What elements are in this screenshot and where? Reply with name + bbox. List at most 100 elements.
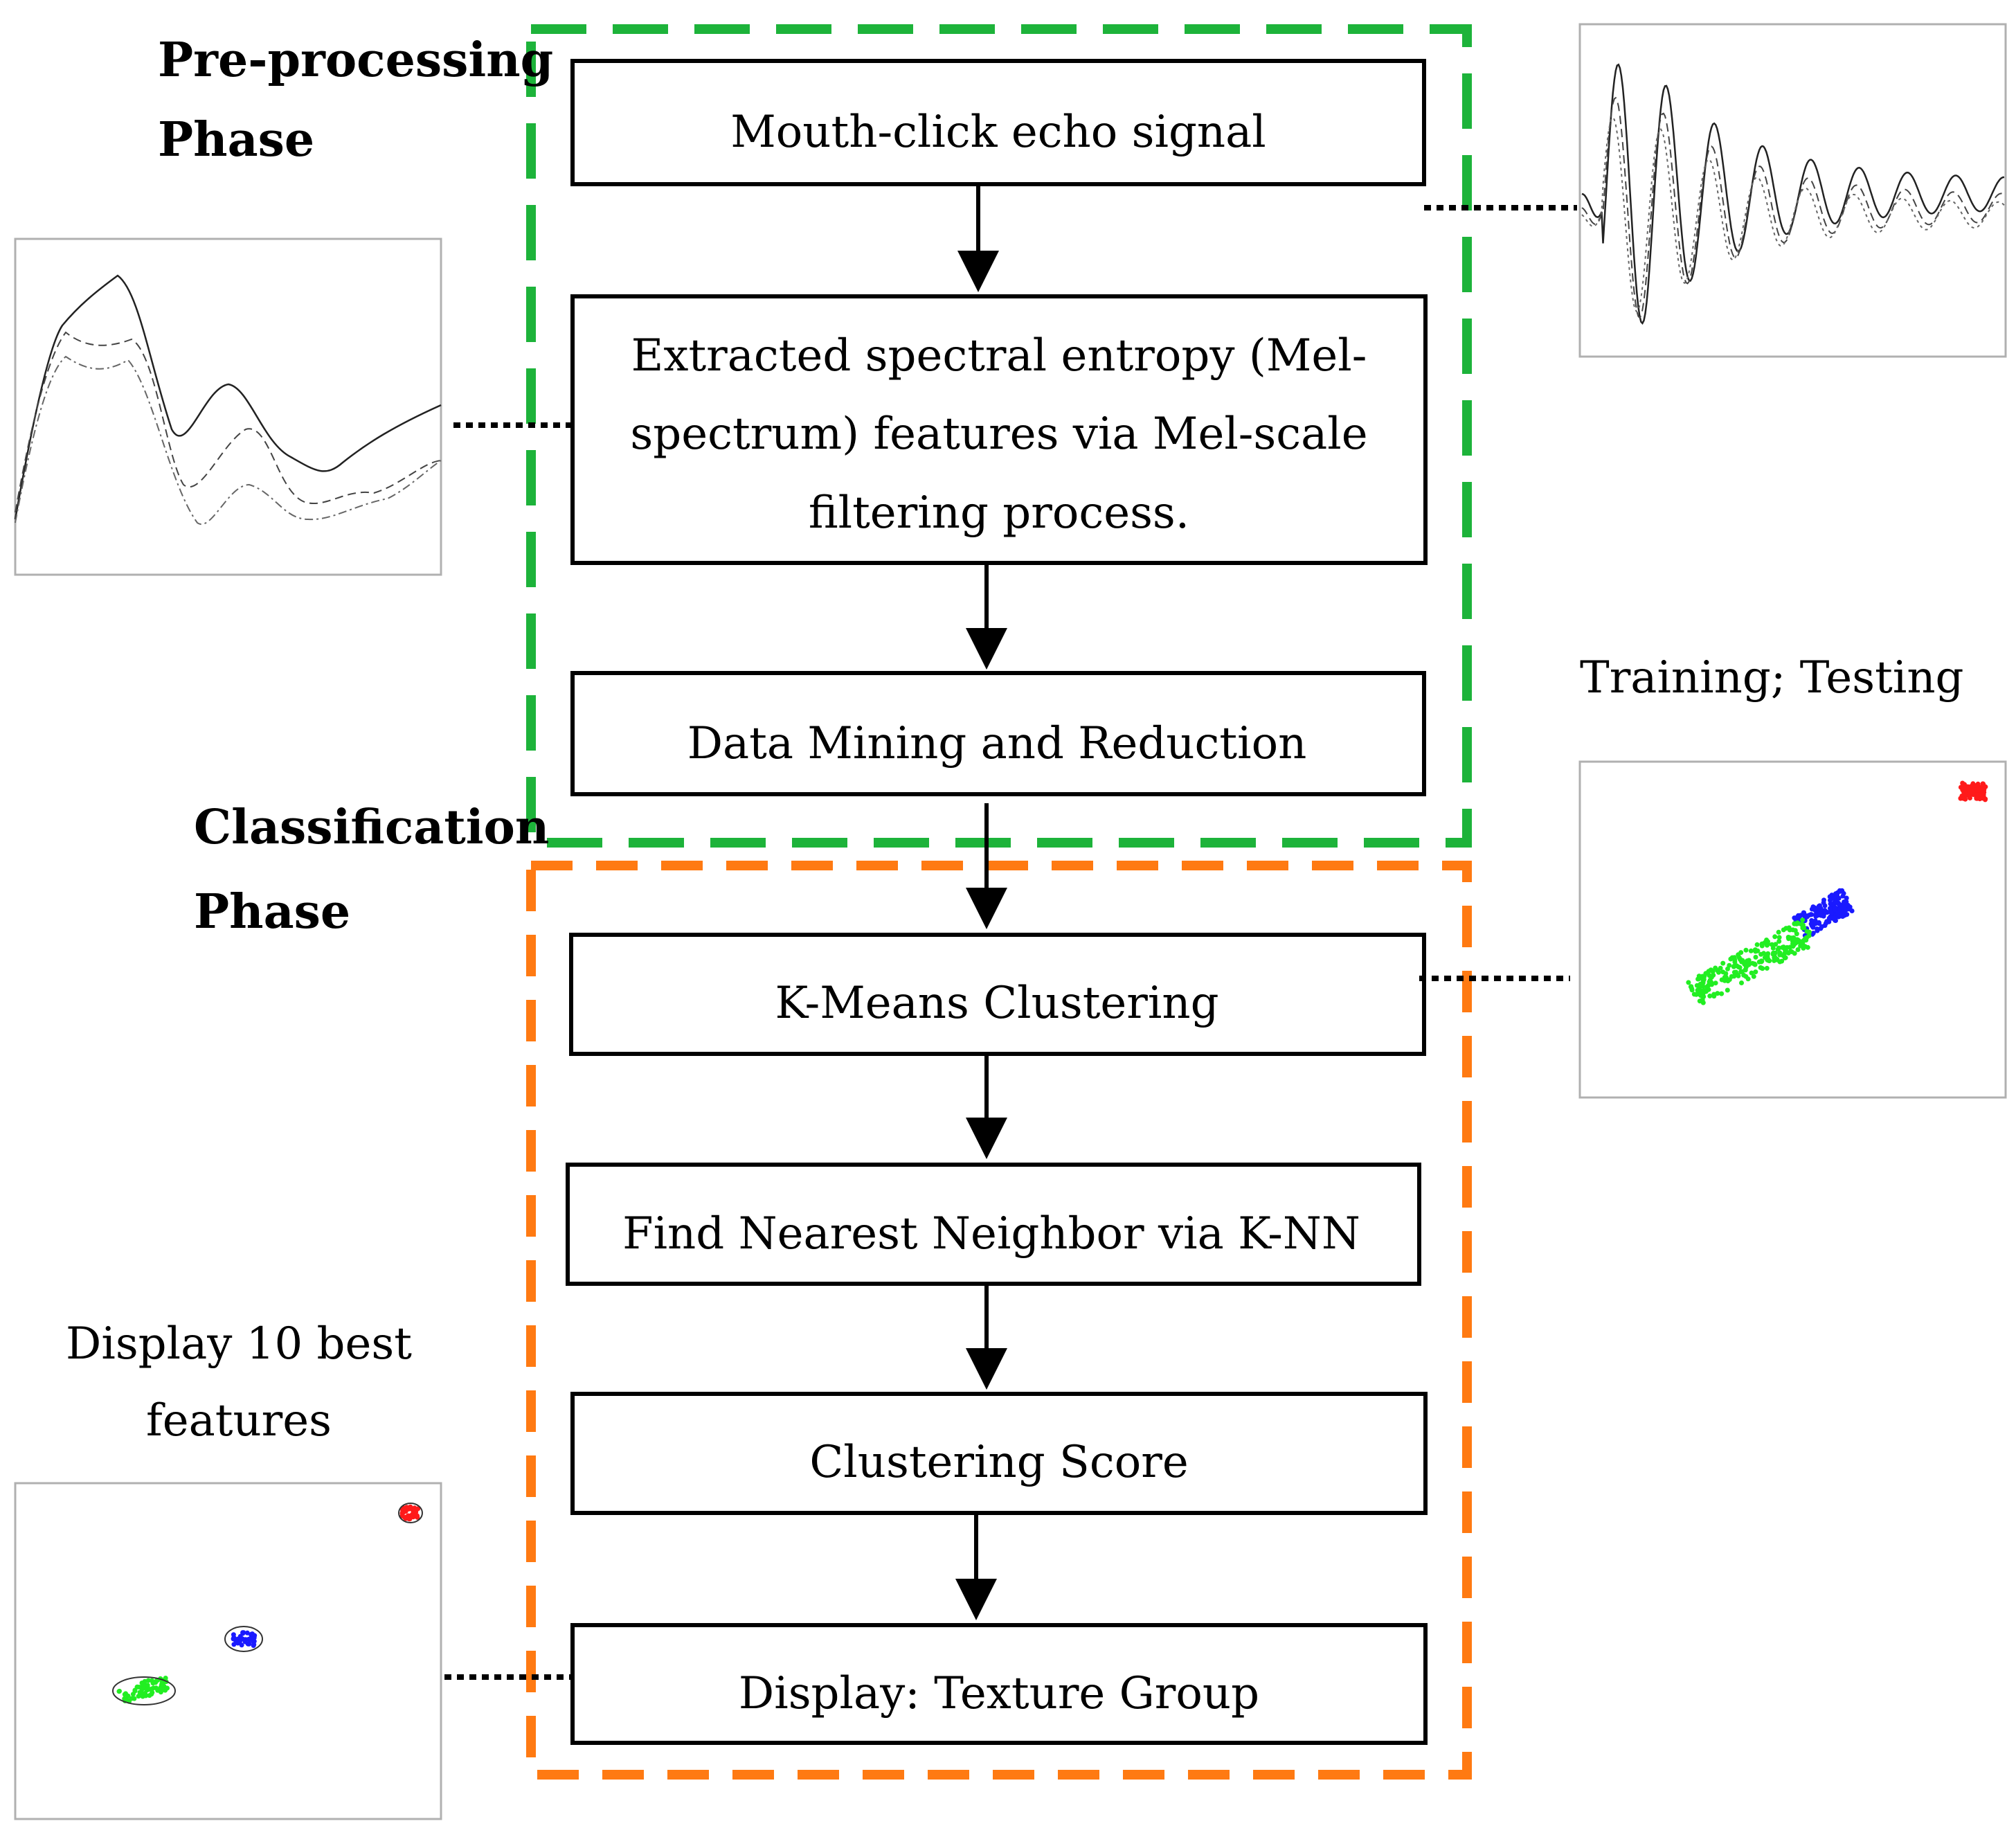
- training-testing-scatter-points: [1686, 780, 1988, 1005]
- green-cluster-point: [1792, 951, 1797, 956]
- blue-cluster-point: [1841, 890, 1846, 896]
- step-clustering-score-box: Clustering Score: [570, 1392, 1428, 1515]
- step-clustering-score-label: Clustering Score: [809, 1437, 1188, 1488]
- preprocessing-phase-border: [526, 24, 1472, 848]
- step-display-label: Display: Texture Group: [739, 1668, 1259, 1719]
- blue-cluster-point: [1801, 910, 1806, 915]
- green-cluster-point: [1713, 965, 1718, 971]
- blue-cluster-point: [1828, 897, 1833, 903]
- blue-cluster-ellipse: [224, 1626, 263, 1652]
- step-mel-label-line3: filtering process.: [809, 487, 1189, 539]
- green-cluster-point: [1700, 997, 1705, 1003]
- step-data-mining-label: Data Mining and Reduction: [687, 718, 1307, 769]
- green-cluster-point: [1773, 942, 1779, 947]
- step-mouth-click-box: Mouth-click echo signal: [570, 59, 1426, 186]
- blue-cluster-point: [1847, 906, 1853, 912]
- echo-waveform-line-dashed: [1581, 96, 2005, 319]
- green-cluster-point: [1765, 941, 1771, 947]
- red-cluster-point: [408, 1504, 413, 1509]
- blue-cluster-point: [1822, 923, 1828, 929]
- red-cluster-point: [406, 1513, 411, 1518]
- red-cluster-point: [1970, 784, 1975, 789]
- blue-cluster-point: [231, 1642, 237, 1647]
- red-cluster-point: [1970, 789, 1976, 795]
- green-cluster-point: [1739, 980, 1744, 985]
- green-cluster-point: [145, 1683, 150, 1688]
- green-cluster-point: [1732, 959, 1738, 965]
- blue-cluster-point: [1844, 912, 1850, 917]
- green-cluster-point: [1759, 965, 1765, 971]
- green-cluster-point: [1727, 962, 1732, 968]
- green-cluster-point: [1765, 951, 1771, 956]
- green-cluster-point: [1749, 970, 1754, 976]
- green-cluster-point: [1795, 947, 1801, 952]
- green-cluster-point: [1725, 987, 1730, 993]
- green-cluster-point: [1754, 942, 1760, 947]
- green-cluster-point: [165, 1685, 170, 1691]
- training-testing-scatter-thumbnail: [1578, 760, 2007, 1099]
- blue-cluster-point: [1843, 907, 1848, 913]
- step-mel-label-line2: spectrum) features via Mel-scale: [630, 409, 1367, 460]
- green-cluster-point: [149, 1686, 154, 1692]
- green-cluster-point: [1736, 973, 1741, 978]
- green-cluster-point: [1772, 958, 1777, 963]
- green-cluster-point: [143, 1692, 148, 1698]
- blue-cluster-point: [239, 1642, 244, 1648]
- green-cluster-point: [1695, 987, 1700, 993]
- green-cluster-point: [145, 1678, 151, 1683]
- green-cluster-point: [1794, 920, 1800, 926]
- green-cluster-point: [156, 1687, 162, 1692]
- green-cluster-point: [1787, 927, 1792, 933]
- green-cluster-point: [1798, 943, 1803, 949]
- green-cluster-point: [1781, 953, 1786, 958]
- blue-cluster-point: [1815, 926, 1820, 932]
- green-cluster-ellipse: [112, 1676, 176, 1705]
- green-cluster-point: [1697, 984, 1702, 989]
- green-cluster-point: [1689, 984, 1694, 989]
- green-cluster-point: [1743, 947, 1749, 953]
- blue-cluster-point: [1821, 913, 1826, 919]
- green-cluster-point: [1728, 956, 1734, 962]
- green-cluster-point: [1704, 984, 1709, 989]
- green-cluster-point: [1722, 974, 1727, 980]
- blue-cluster-point: [1812, 912, 1818, 917]
- step-knn-label: Find Nearest Neighbor via K-NN: [622, 1208, 1360, 1260]
- green-cluster-point: [1777, 959, 1783, 965]
- blue-cluster-point: [1827, 906, 1833, 911]
- red-cluster-point: [410, 1513, 415, 1518]
- green-cluster-point: [1707, 993, 1713, 998]
- blue-cluster-point: [251, 1635, 257, 1640]
- blue-cluster-point: [1826, 919, 1832, 924]
- blue-cluster-point: [235, 1640, 240, 1646]
- blue-cluster-point: [1826, 915, 1832, 921]
- green-cluster-point: [1790, 941, 1795, 947]
- red-cluster-point: [1961, 796, 1966, 801]
- red-cluster-point: [411, 1508, 416, 1514]
- green-cluster-point: [1738, 969, 1744, 974]
- green-cluster-point: [1772, 934, 1778, 940]
- red-cluster-point: [1981, 784, 1986, 789]
- green-cluster-point: [1686, 980, 1691, 985]
- blue-cluster-point: [246, 1641, 252, 1647]
- best-features-scatter-thumbnail: [14, 1482, 442, 1820]
- green-cluster-point: [1708, 967, 1713, 973]
- green-cluster-point: [1776, 929, 1781, 935]
- step-mel-features-box: Extracted spectral entropy (Mel- spectru…: [570, 294, 1428, 565]
- blue-cluster-point: [1843, 900, 1848, 906]
- preprocessing-phase-label-line1: Pre-processing: [158, 33, 553, 88]
- green-cluster-point: [1755, 948, 1761, 953]
- display-best-label-line1: Display 10 best: [66, 1318, 412, 1370]
- green-cluster-point: [1720, 960, 1726, 966]
- green-cluster-point: [145, 1686, 150, 1692]
- green-cluster-point: [1741, 960, 1747, 965]
- green-cluster-point: [1753, 969, 1758, 975]
- green-cluster-point: [116, 1689, 122, 1694]
- blue-cluster-point: [1828, 909, 1833, 915]
- blue-cluster-point: [1840, 914, 1846, 919]
- classification-phase-border: [526, 861, 1472, 1780]
- blue-cluster-point: [1821, 900, 1826, 906]
- green-cluster-point: [1746, 962, 1752, 967]
- green-cluster-point: [1759, 941, 1765, 947]
- green-cluster-point: [1738, 950, 1744, 956]
- green-cluster-point: [1700, 976, 1705, 982]
